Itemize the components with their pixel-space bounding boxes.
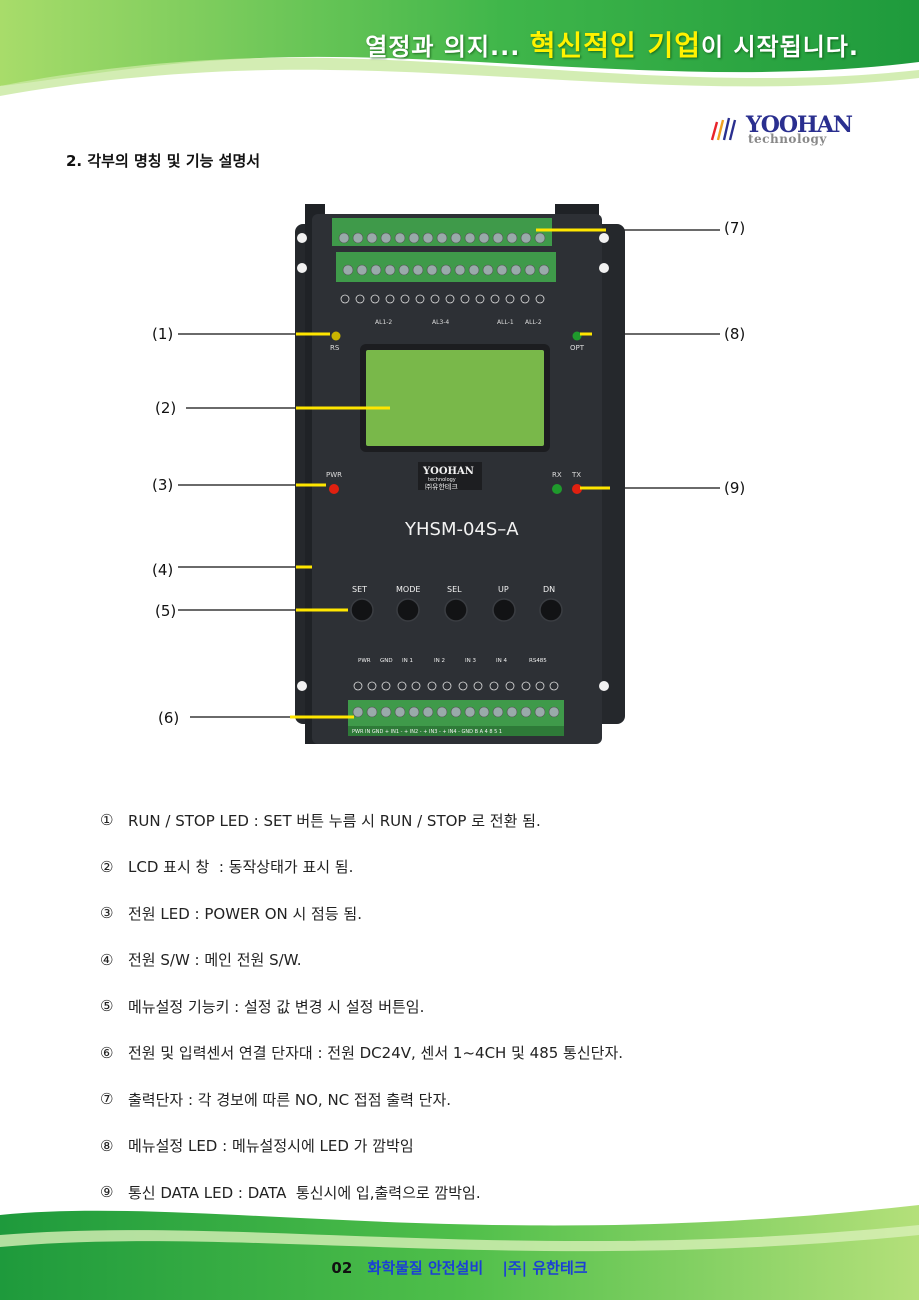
output-terminal-block [332, 218, 556, 282]
callout-7: (7) [724, 219, 746, 237]
svg-text:technology: technology [428, 477, 456, 483]
svg-text:IN 3: IN 3 [465, 658, 476, 664]
callout-9: (9) [724, 479, 746, 497]
callout-1: (1) [152, 325, 174, 343]
svg-text:OPT: OPT [570, 344, 585, 352]
header-slogan: 열정과 의지... 혁신적인 기업이 시작됩니다. [365, 29, 859, 62]
power-led [329, 484, 339, 494]
svg-text:PWR IN GND + IN1 - + IN2 - + I: PWR IN GND + IN1 - + IN2 - + IN3 - + IN4… [352, 729, 502, 735]
svg-text:MODE: MODE [396, 585, 420, 594]
dn-button [539, 598, 563, 622]
callout-5: (5) [155, 602, 177, 620]
input-terminal-block: PWR IN GND + IN1 - + IN2 - + IN3 - + IN4… [348, 700, 564, 736]
logo-word: YOOHAN [746, 112, 853, 138]
callout-6: (6) [158, 709, 180, 727]
svg-text:SEL: SEL [447, 585, 462, 594]
page-number: 02 [331, 1259, 353, 1277]
svg-text:AL3-4: AL3-4 [432, 319, 449, 326]
svg-text:RS485: RS485 [529, 658, 547, 664]
run-stop-led [331, 331, 341, 341]
slogan-highlight: 혁신적인 기업 [529, 29, 702, 62]
svg-text:IN 2: IN 2 [434, 658, 445, 664]
svg-text:AL1-2: AL1-2 [375, 319, 392, 326]
svg-text:GND: GND [380, 658, 393, 664]
model-name: YHSM-04S–A [404, 519, 519, 540]
section-title: 2. 각부의 명칭 및 기능 설명서 [66, 152, 261, 170]
svg-text:PWR: PWR [358, 658, 371, 664]
svg-text:IN 1: IN 1 [402, 658, 413, 664]
svg-text:RX: RX [552, 471, 562, 479]
svg-text:DN: DN [543, 585, 555, 594]
set-button [350, 598, 374, 622]
svg-text:YOOHAN: YOOHAN [422, 466, 474, 477]
tx-led [572, 484, 582, 494]
device-brand-label: YOOHAN technology ㈜유한테크 [418, 462, 482, 491]
device-diagram: AL1-2 AL3-4 ALL-1 ALL-2 RS OPT YOOHAN te… [178, 204, 720, 744]
company-logo: YOOHAN technology [708, 112, 853, 150]
menu-led [572, 331, 582, 341]
callout-8: (8) [724, 325, 746, 343]
svg-text:㈜유한테크: ㈜유한테크 [425, 482, 458, 491]
logo-stripes-icon [710, 117, 737, 141]
svg-text:UP: UP [498, 585, 509, 594]
svg-text:TX: TX [571, 471, 581, 479]
svg-text:PWR: PWR [326, 471, 342, 479]
callout-2: (2) [155, 399, 177, 417]
sel-button [444, 598, 468, 622]
logo-subtitle: technology [748, 132, 827, 146]
header-banner [0, 0, 919, 100]
svg-text:IN 4: IN 4 [496, 658, 507, 664]
callout-3: (3) [152, 476, 174, 494]
footer-company: |주| 유한테크 [502, 1259, 588, 1277]
footer-banner [0, 1205, 919, 1300]
footer-department: 화학물질 안전설비 [367, 1259, 484, 1277]
svg-text:SET: SET [352, 585, 367, 594]
lcd-screen [366, 350, 544, 446]
footer: 02 화학물질 안전설비 |주| 유한테크 [0, 1257, 919, 1278]
mode-button [396, 598, 420, 622]
callout-4: (4) [152, 561, 174, 579]
up-button [492, 598, 516, 622]
rx-led [552, 484, 562, 494]
svg-text:RS: RS [330, 344, 340, 352]
svg-text:ALL-2: ALL-2 [525, 319, 542, 326]
svg-text:ALL-1: ALL-1 [497, 319, 514, 326]
